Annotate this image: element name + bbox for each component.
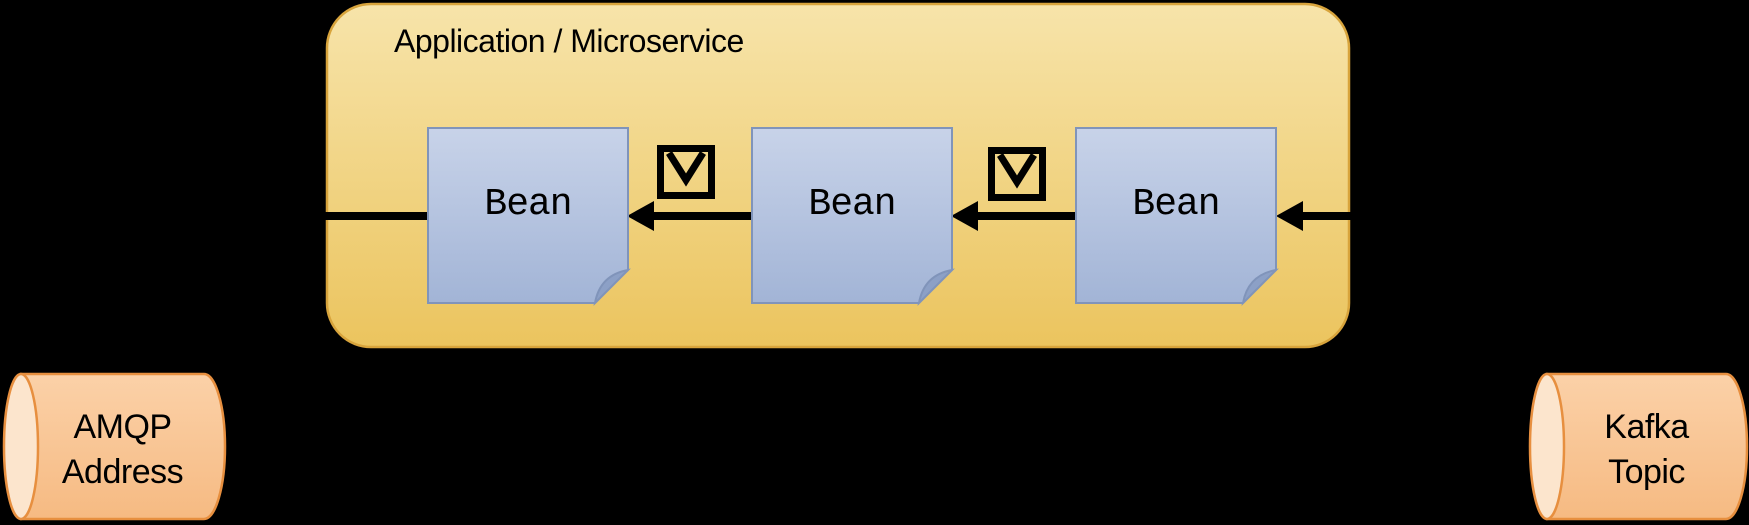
arrow-heads: [627, 201, 1303, 231]
bean-label: Bean: [1132, 183, 1220, 226]
bean-folded-corner: [917, 268, 955, 306]
kafka-topic-label: Kafka Topic: [1554, 405, 1739, 495]
arrowhead-into-bean3: [1276, 201, 1303, 231]
amqp-address-cylinder: [2, 372, 227, 521]
message-envelope-icon: [657, 145, 715, 199]
amqp-address-label: AMQP Address: [30, 405, 215, 495]
bean-label: Bean: [808, 183, 896, 226]
bean-folded-corner: [1241, 268, 1279, 306]
application-container-title: Application / Microservice: [394, 23, 744, 59]
cylinder-end-cap: [2, 372, 40, 521]
kafka-topic-label-line1: Kafka: [1604, 408, 1689, 446]
amqp-address-label-line2: Address: [61, 453, 184, 491]
bean-node: [427, 127, 631, 306]
bean-node: [751, 127, 955, 306]
kafka-topic-label-line2: Topic: [1608, 453, 1685, 491]
arrowhead-into-bean2: [951, 201, 978, 231]
bean-folded-corner: [593, 268, 631, 306]
bean-node: [1075, 127, 1279, 306]
bean-label: Bean: [484, 183, 572, 226]
kafka-topic-cylinder: [1528, 372, 1749, 521]
message-envelope-icon: [988, 147, 1046, 201]
arrowhead-into-bean1: [627, 201, 654, 231]
bean-nodes: [427, 127, 1279, 306]
cylinder-end-cap: [1528, 372, 1566, 521]
amqp-address-label-line1: AMQP: [73, 408, 172, 446]
